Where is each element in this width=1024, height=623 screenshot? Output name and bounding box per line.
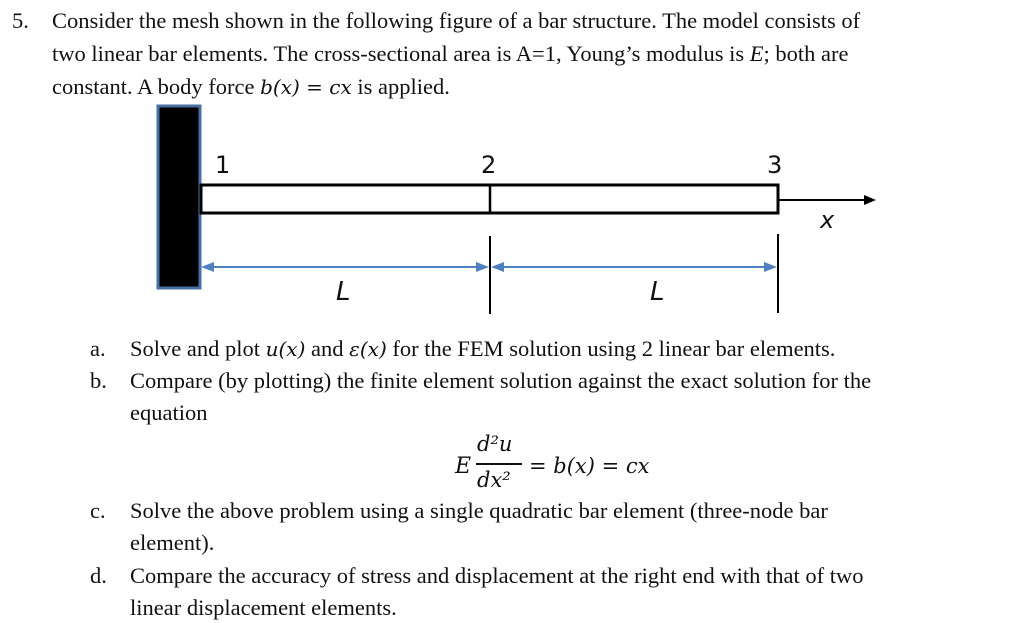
node-label-3: 3 bbox=[767, 151, 782, 179]
part-c-line-1: Solve the above problem using a single q… bbox=[130, 498, 828, 523]
strain-symbol: ε(x) bbox=[349, 337, 387, 361]
equation-numerator: d²u bbox=[477, 432, 513, 456]
fixed-wall bbox=[156, 104, 202, 290]
intro-line-2: two linear bar elements. The cross-secti… bbox=[52, 41, 849, 67]
part-b-line-2: equation bbox=[130, 400, 208, 425]
intro-line-2-text: two linear bar elements. The cross-secti… bbox=[52, 41, 745, 66]
x-axis-arrowhead bbox=[864, 195, 876, 205]
equation-denominator: dx² bbox=[477, 468, 511, 492]
youngs-modulus-symbol: E bbox=[749, 41, 764, 66]
part-c-line-2: element). bbox=[130, 530, 215, 555]
equation-coefficient: E bbox=[455, 454, 472, 479]
dimension-label-2: L bbox=[650, 277, 665, 307]
intro-line-3-tail: is applied. bbox=[357, 74, 450, 99]
intro-line-1: Consider the mesh shown in the following… bbox=[52, 8, 861, 33]
fraction-bar bbox=[476, 463, 522, 465]
displacement-symbol: u(x) bbox=[265, 337, 306, 361]
part-a-seg-5: for the FEM solution using 2 linear bar … bbox=[386, 336, 836, 361]
intro-line-3: constant. A body force b(x) = cx is appl… bbox=[52, 74, 450, 100]
body-force-formula: b(x) = cx bbox=[260, 75, 352, 99]
node-label-2: 2 bbox=[481, 151, 496, 179]
part-b-label: b. bbox=[90, 368, 107, 393]
problem-number: 5. bbox=[12, 8, 29, 33]
part-c-label: c. bbox=[90, 498, 106, 523]
dimension-label-1: L bbox=[336, 277, 351, 307]
intro-line-3-text: constant. A body force bbox=[52, 74, 255, 99]
dimension-arrowhead-2-left bbox=[491, 262, 504, 272]
bar-mesh-figure: 1 2 3 x L L bbox=[156, 104, 876, 314]
dimension-arrowhead-2-right bbox=[764, 262, 777, 272]
part-b-line-1: Compare (by plotting) the finite element… bbox=[130, 368, 872, 393]
part-d-line-2: linear displacement elements. bbox=[130, 595, 397, 620]
part-a-text: Solve and plot u(x) and ε(x) for the FEM… bbox=[130, 336, 835, 362]
part-a-label: a. bbox=[90, 336, 106, 361]
intro-line-2-tail: ; both are bbox=[763, 41, 849, 66]
governing-equation: E d²u dx² = b(x) = cx bbox=[455, 432, 695, 504]
node-label-1: 1 bbox=[215, 151, 230, 179]
part-d-label: d. bbox=[90, 563, 107, 588]
dimension-arrowhead-1-left bbox=[201, 262, 214, 272]
equation-rhs: = b(x) = cx bbox=[529, 454, 650, 478]
x-axis-label: x bbox=[819, 206, 835, 234]
dimension-arrowhead-1-right bbox=[476, 262, 489, 272]
part-d-line-1: Compare the accuracy of stress and displ… bbox=[130, 563, 864, 588]
part-a-seg-3: and bbox=[305, 336, 350, 361]
part-a-seg-1: Solve and plot bbox=[130, 336, 266, 361]
